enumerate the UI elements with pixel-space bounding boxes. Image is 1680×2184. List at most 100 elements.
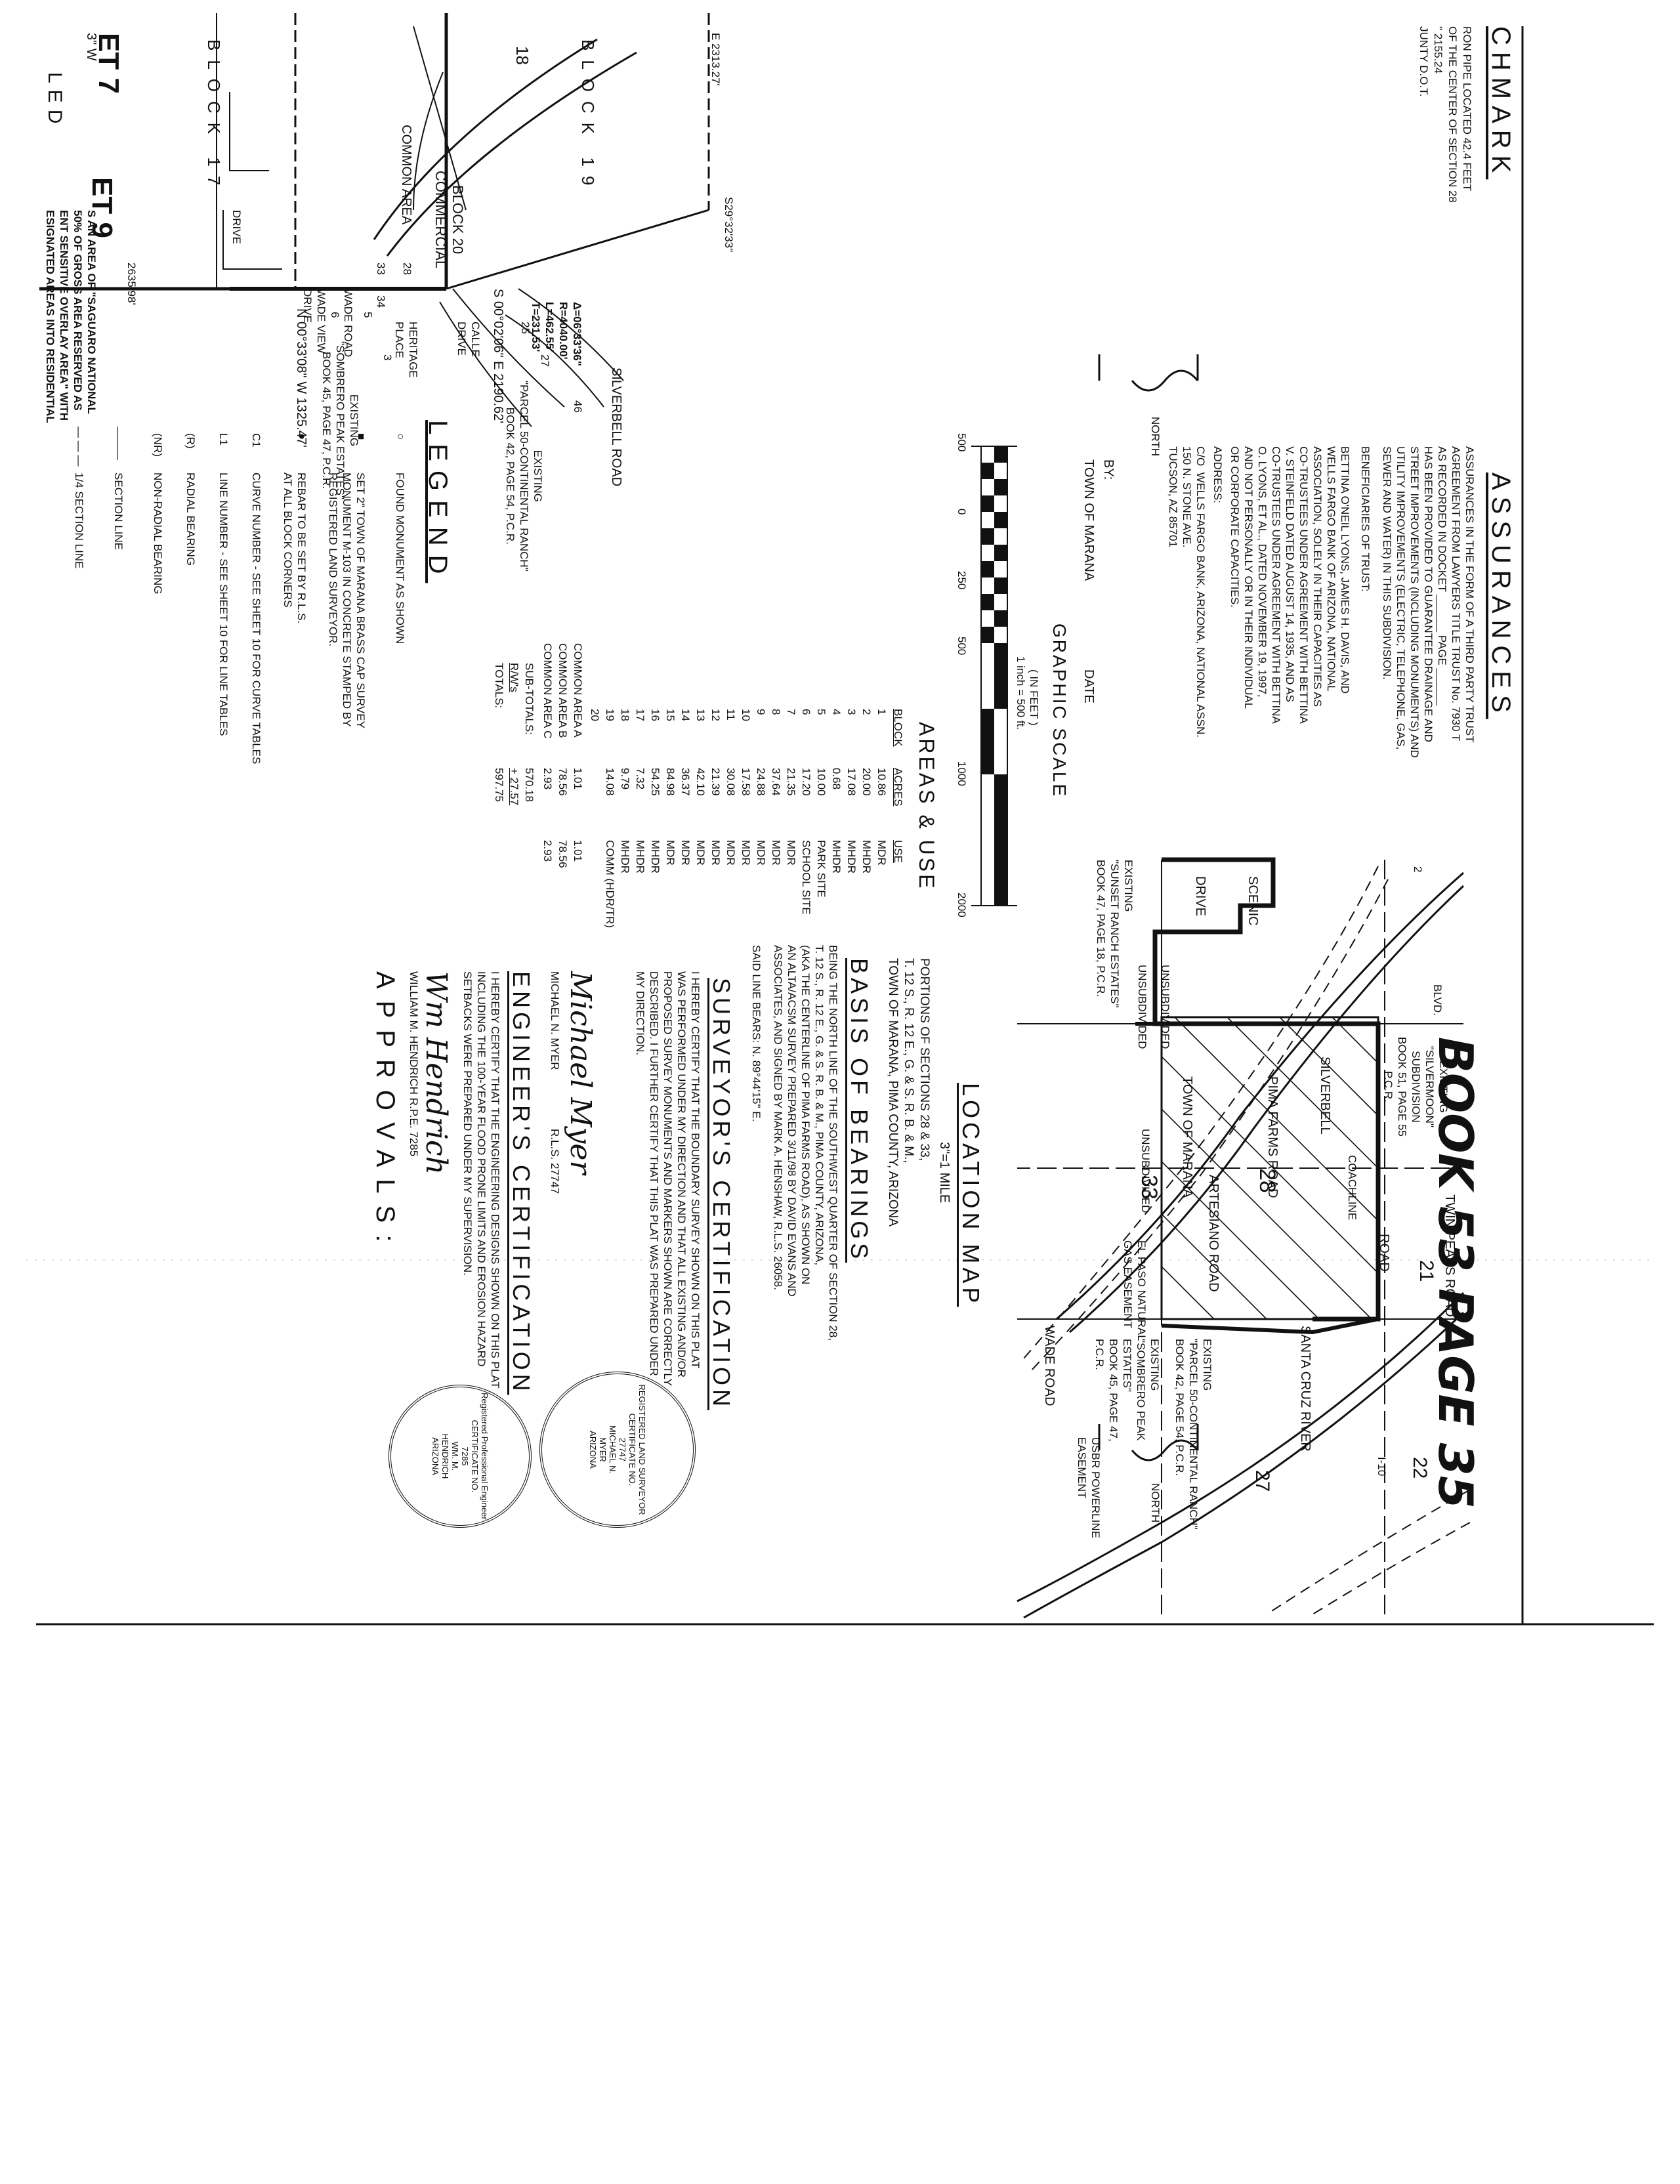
- table-cell: 3: [845, 709, 858, 715]
- scale-tick-1000: 1000: [956, 761, 968, 786]
- totals-label: TOTALS:: [493, 663, 505, 709]
- areas-header-block: BLOCK: [892, 709, 904, 747]
- rw-row: R/W's+ 27.57: [507, 663, 522, 805]
- table-cell: 7.32: [634, 768, 646, 790]
- address-text: C/O WELLS FARGO BANK, ARIZONA, NATIONAL …: [1167, 446, 1207, 738]
- loc-sec-27: 27: [1251, 1470, 1273, 1492]
- table-cell: 12: [709, 709, 722, 721]
- surveyor-signature: Michael Myer: [564, 971, 597, 1175]
- table-cell: 20.00: [860, 768, 873, 796]
- engineer-seal: Registered Professional Engineer CERTIFI…: [388, 1385, 532, 1528]
- loc-gas: EL PASO NATURAL GAS EASEMENT: [1122, 1240, 1148, 1341]
- table-cell: MDR: [664, 840, 677, 866]
- legend-sym-4: L1: [217, 433, 230, 446]
- loc-sec-21: 21: [1416, 1260, 1437, 1282]
- engineer-seal-text: Registered Professional Engineer CERTIFI…: [430, 1393, 490, 1520]
- legend-text-5: RADIAL BEARING: [184, 472, 197, 566]
- legend-sym-3: C1: [250, 433, 262, 448]
- table-cell: 24.88: [755, 768, 767, 796]
- loc-unsub-3: UNSUBDIVIDED: [1136, 965, 1148, 1049]
- plat-s-bearing: S29°32'33": [723, 197, 735, 253]
- table-cell: COMMON AREA A: [572, 643, 584, 738]
- engineer-title: ENGINEER'S CERTIFICATION: [508, 971, 535, 1395]
- legend-sym-7: ———: [112, 427, 125, 460]
- plat-bearing-3: 2635.98': [125, 262, 138, 305]
- plat-bearing-1: N 00°33'08" W 1325.47': [294, 308, 308, 448]
- table-cell: 17.58: [740, 768, 752, 796]
- plat-continental-existing: EXISTING "PARCEL 50-CONTINENTAL RANCH" B…: [504, 381, 544, 572]
- plat-lot-46: 46: [572, 400, 584, 413]
- legend-sym-8: — — —: [73, 427, 85, 467]
- benchmark-line-4: JUNTY D.O.T.: [1418, 26, 1430, 97]
- loc-silvermoon: EXISTING "SILVERMOON" SUBDIVISION BOOK 5…: [1382, 1037, 1450, 1137]
- table-cell: MHDR: [860, 840, 873, 873]
- benchmark-line-3: " 2155.24: [1432, 26, 1444, 74]
- table-cell: MHDR: [649, 840, 662, 873]
- table-cell: MHDR: [634, 840, 646, 873]
- areas-header-use: USE: [892, 840, 904, 863]
- legend-text-4: LINE NUMBER - SEE SHEET 10 FOR LINE TABL…: [217, 472, 230, 736]
- engineer-signature: Wm Hendrich: [419, 971, 453, 1175]
- table-cell: 11: [724, 709, 737, 721]
- plat-lot-3: 3: [381, 354, 394, 361]
- table-cell: COMM (HDR/TR): [604, 840, 616, 929]
- location-map-scale: 3"=1 MILE: [937, 1142, 952, 1204]
- table-cell: 18: [619, 709, 631, 721]
- legend-title: LEGEND: [423, 420, 452, 583]
- plat-silverbell-road: SILVERBELL ROAD: [609, 368, 623, 487]
- subtotal-label: SUB-TOTALS:: [523, 663, 536, 735]
- table-cell: 78.56: [556, 840, 569, 868]
- table-cell: MDR: [740, 840, 752, 866]
- loc-unsub-2: UNSUBDIVIDED: [1139, 1129, 1152, 1213]
- loc-silverbell: SILVERBELL: [1318, 1057, 1332, 1135]
- table-cell: 9: [755, 709, 767, 715]
- table-cell: 1: [875, 709, 888, 715]
- table-cell: SCHOOL SITE: [800, 840, 812, 915]
- table-cell: 6: [800, 709, 812, 715]
- table-cell: 10.00: [815, 768, 828, 796]
- surveyor-seal-text: REGISTERED LAND SURVEYOR CERTIFICATE NO.…: [588, 1384, 647, 1515]
- surveyor-text: I HEREBY CERTIFY THAT THE BOUNDARY SURVE…: [634, 971, 702, 1386]
- table-cell: 17: [634, 709, 646, 721]
- table-cell: 42.10: [694, 768, 707, 796]
- engineer-text: I HEREBY CERTIFY THAT THE ENGINEERING DE…: [461, 971, 501, 1389]
- scale-by: BY:: [1101, 459, 1116, 480]
- table-cell: 0.68: [830, 768, 843, 790]
- table-cell: 17.20: [800, 768, 812, 796]
- loc-santa-cruz: SANTA CRUZ RIVER: [1298, 1326, 1312, 1452]
- table-cell: MDR: [679, 840, 692, 866]
- table-cell: [587, 768, 602, 840]
- subtotal-row: SUB-TOTALS: 570.18: [522, 663, 537, 805]
- scale-ratio: 1 inch = 500 ft.: [1015, 656, 1027, 730]
- table-cell: 84.98: [664, 768, 677, 796]
- rw-label: R/W's: [508, 663, 520, 692]
- table-cell: PARK SITE: [815, 840, 828, 898]
- scale-tick-250: 250: [956, 571, 968, 590]
- scale-town: TOWN OF MARANA: [1082, 459, 1096, 581]
- surveyor-seal: REGISTERED LAND SURVEYOR CERTIFICATE NO.…: [539, 1372, 696, 1528]
- subtotal-value: 570.18: [523, 768, 536, 802]
- areas-header-row: BLOCK ACRES USE: [891, 709, 906, 945]
- loc-usbr: USBR POWERLINE EASEMENT: [1076, 1437, 1102, 1538]
- plat-lot-34: 34: [375, 295, 387, 308]
- plat-block-19: BLOCK 19: [578, 39, 598, 195]
- areas-totals: SUB-TOTALS:570.18 R/W's+ 27.57 TOTALS:59…: [492, 663, 537, 805]
- plat-north: NORTH: [1149, 417, 1162, 457]
- scale-tick-2000: 2000: [956, 892, 968, 917]
- beneficiaries-label: BENEFICIARIES OF TRUST:: [1359, 446, 1372, 592]
- location-map-title: LOCATION MAP: [957, 1083, 984, 1307]
- plat-lot-6: 6: [329, 312, 341, 318]
- scale-title: GRAPHIC SCALE: [1049, 623, 1070, 799]
